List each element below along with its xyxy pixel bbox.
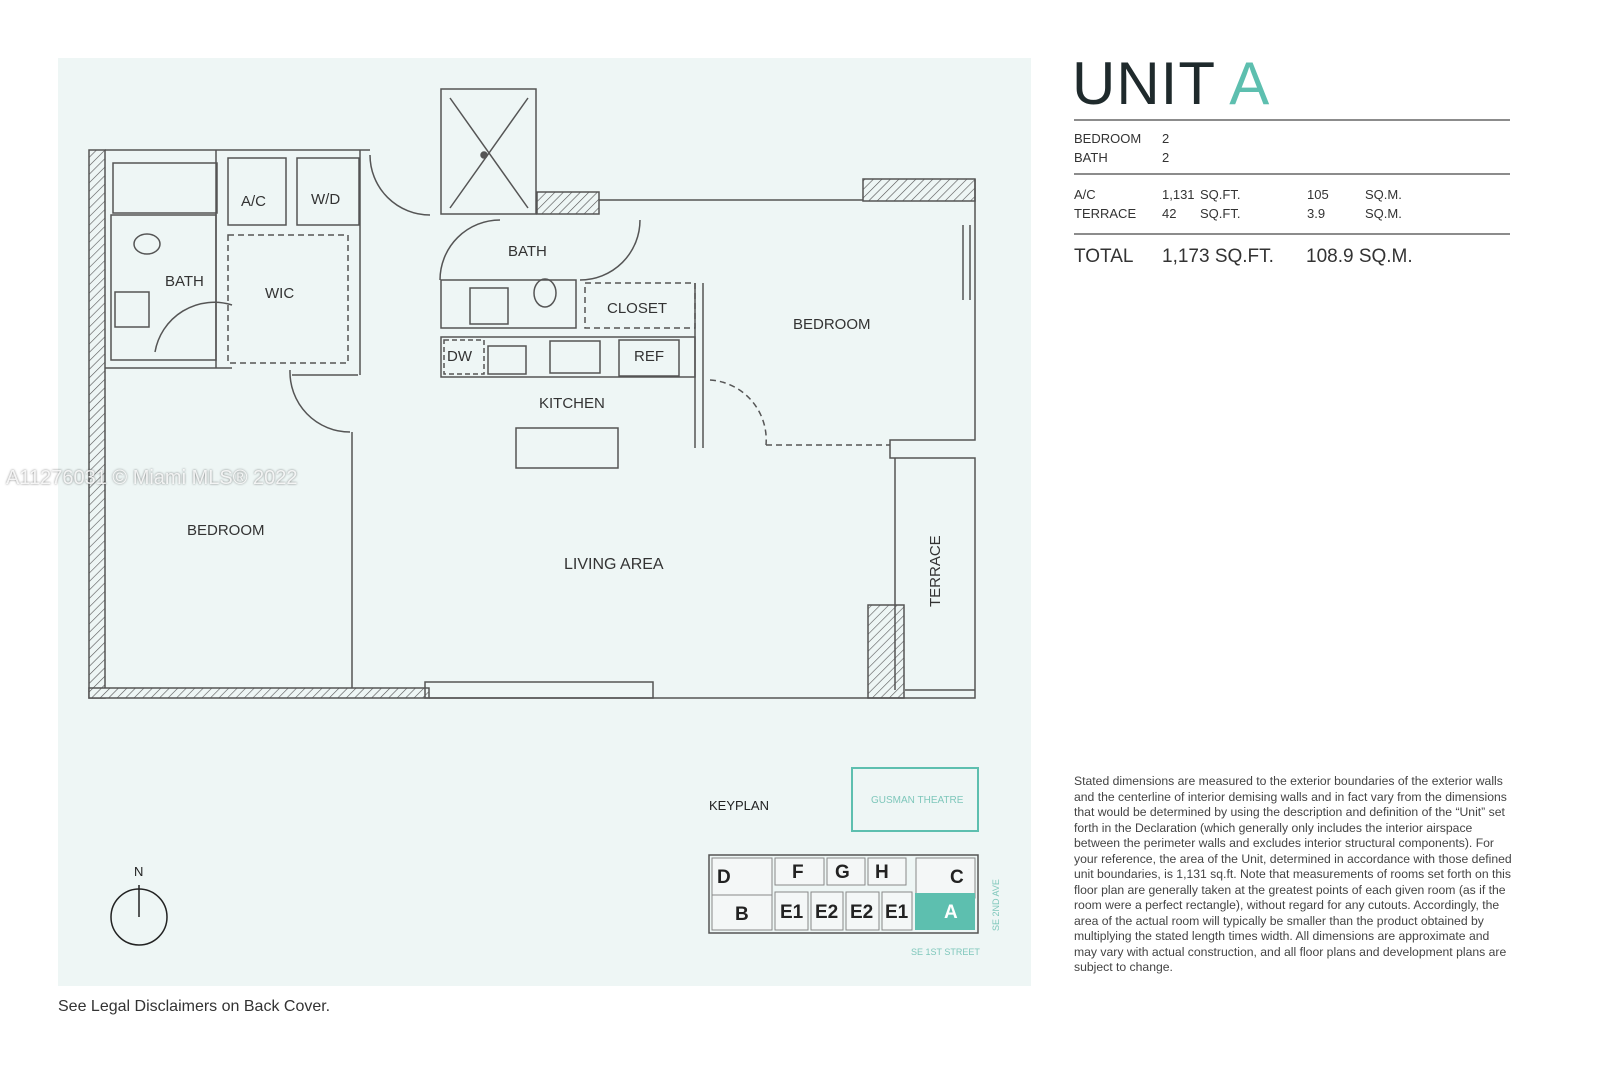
footer-note: See Legal Disclaimers on Back Cover. xyxy=(58,998,331,1015)
disclaimer-text: Stated dimensions are measured to the ex… xyxy=(1074,774,1512,974)
divider xyxy=(1074,173,1510,175)
keyplan-unit: E1 xyxy=(780,902,804,923)
keyplan-unit-a: A xyxy=(944,902,958,923)
room-label-bedroom-master: BEDROOM xyxy=(793,316,871,333)
spec-unit: SQ.M. xyxy=(1365,187,1402,202)
keyplan-unit: E1 xyxy=(885,902,909,923)
room-label-ref: REF xyxy=(634,348,664,365)
keyplan-unit: F xyxy=(792,862,804,883)
spec-label: A/C xyxy=(1074,187,1096,202)
keyplan-label: KEYPLAN xyxy=(709,798,769,813)
spec-value: 1,131 xyxy=(1162,187,1195,202)
watermark: A11276031 © Miami MLS® 2022 xyxy=(6,467,298,489)
unit-title-prefix: UNIT xyxy=(1072,50,1215,117)
keyplan-unit: H xyxy=(875,862,889,883)
spec-value: 108.9 SQ.M. xyxy=(1306,246,1413,267)
keyplan-unit: B xyxy=(735,904,749,925)
room-label-dw: DW xyxy=(447,348,473,365)
divider xyxy=(1074,119,1510,121)
room-label-ac: A/C xyxy=(241,193,266,210)
keyplan-unit: E2 xyxy=(850,902,873,923)
room-label-bath-2: BATH xyxy=(508,243,547,260)
spec-label: TOTAL xyxy=(1074,246,1134,267)
room-label-wd: W/D xyxy=(311,191,340,208)
unit-title: UNIT A xyxy=(1072,52,1270,116)
room-label-living-area: LIVING AREA xyxy=(564,556,664,573)
exterior-wall-west xyxy=(88,149,106,699)
spec-value: 2 xyxy=(1162,150,1170,165)
room-label-bath-1: BATH xyxy=(165,273,204,290)
room-label-kitchen: KITCHEN xyxy=(539,395,605,412)
keyplan-street-south: SE 1ST STREET xyxy=(911,947,980,957)
spec-value: 2 xyxy=(1162,131,1170,146)
spec-label: BATH xyxy=(1074,150,1108,165)
keyplan-unit: G xyxy=(835,862,850,883)
keyplan-unit: D xyxy=(717,867,731,888)
compass-north-label: N xyxy=(134,864,143,879)
spec-value: 105 xyxy=(1307,187,1329,202)
spec-value: 1,173 SQ.FT. xyxy=(1162,246,1274,267)
keyplan-unit: C xyxy=(950,867,964,888)
keyplan-landmark: GUSMAN THEATRE xyxy=(871,795,964,806)
keyplan-unit-a-highlight xyxy=(915,893,975,930)
spec-value: 42 xyxy=(1162,206,1177,221)
unit-title-letter: A xyxy=(1229,50,1271,117)
room-label-bedroom-2: BEDROOM xyxy=(187,522,265,539)
room-label-terrace: TERRACE xyxy=(927,535,944,607)
spec-unit: SQ.FT. xyxy=(1200,206,1241,221)
room-label-wic: WIC xyxy=(265,285,294,302)
spec-unit: SQ.FT. xyxy=(1200,187,1241,202)
spec-label: BEDROOM xyxy=(1074,131,1142,146)
north-compass-icon: N xyxy=(110,864,168,946)
divider xyxy=(1074,233,1510,235)
keyplan-street-east: SE 2ND AVE xyxy=(991,879,1001,931)
spec-unit: SQ.M. xyxy=(1365,206,1402,221)
keyplan-unit: E2 xyxy=(815,902,838,923)
exterior-wall-south xyxy=(88,687,430,699)
spec-value: 3.9 xyxy=(1307,206,1326,221)
spec-label: TERRACE xyxy=(1074,206,1137,221)
keyplan: KEYPLAN GUSMAN THEATRE D F G H C B E1 E2… xyxy=(708,767,1001,957)
room-label-closet: CLOSET xyxy=(607,300,667,317)
